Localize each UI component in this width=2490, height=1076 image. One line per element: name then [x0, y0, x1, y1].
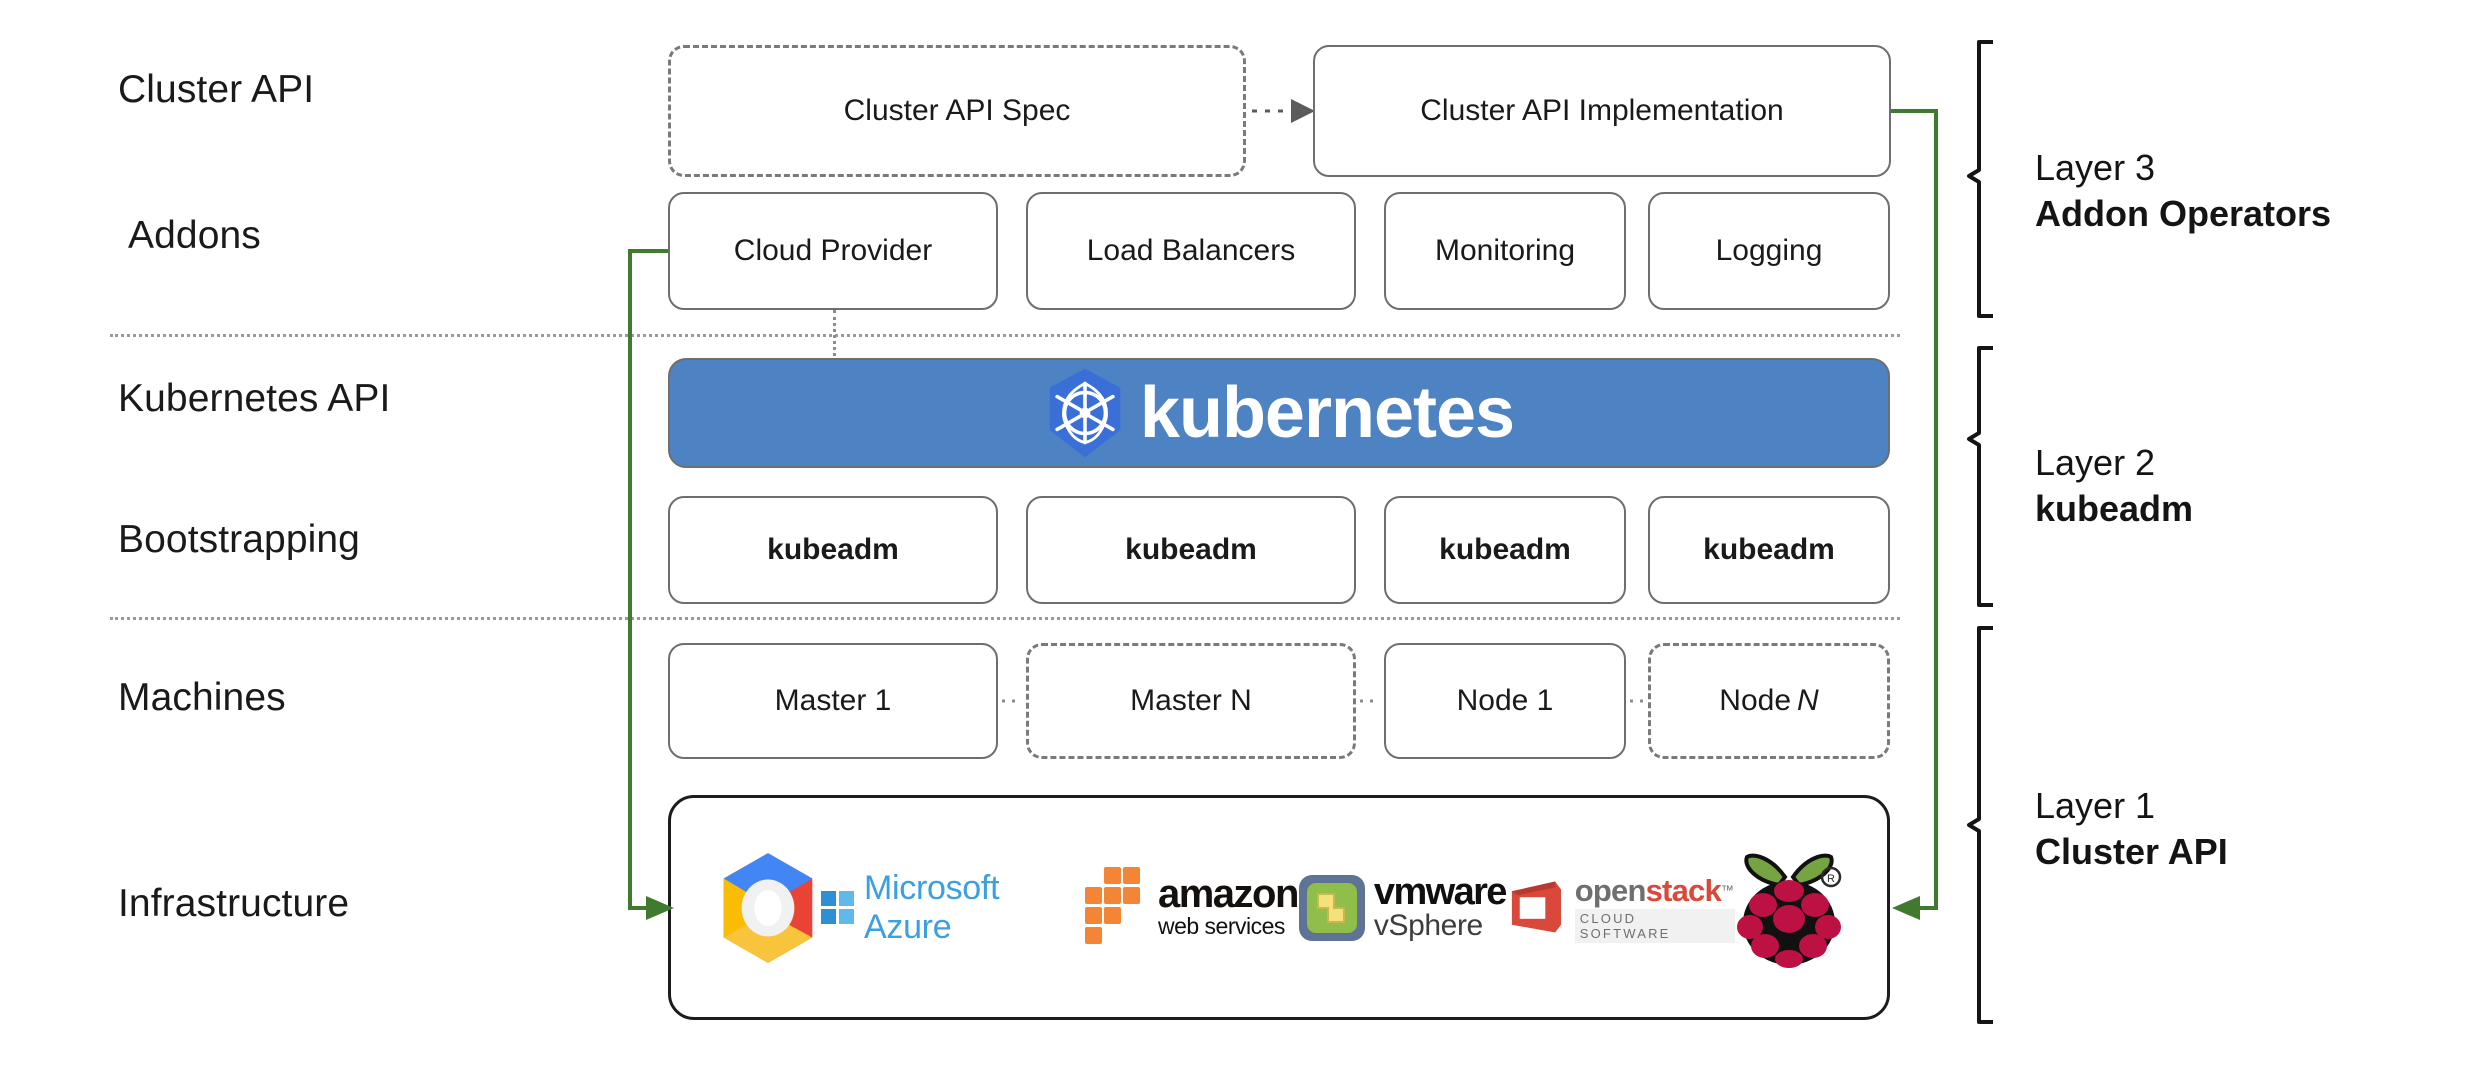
raspberry-pi-logo: R: [1735, 847, 1843, 969]
layer-label-1: Layer 1 Cluster API: [2035, 783, 2228, 875]
box-label: Master N: [1130, 684, 1252, 717]
row-label-machines: Machines: [118, 676, 286, 719]
box-label-italic: N: [1797, 684, 1819, 717]
vsphere-wordmark: vSphere: [1373, 908, 1483, 942]
layer-2-name: kubeadm: [2035, 488, 2194, 530]
kubernetes-helm-icon: [1044, 367, 1126, 459]
box-label: kubeadm: [767, 533, 899, 566]
openstack-icon: [1511, 880, 1561, 933]
svg-text:R: R: [1827, 873, 1835, 885]
layer-3-number: Layer 3: [2035, 147, 2156, 188]
box-node-1[interactable]: Node 1: [1384, 643, 1626, 759]
kubernetes-wordmark: kubernetes: [1139, 373, 1515, 453]
box-kubeadm-4[interactable]: kubeadm: [1648, 496, 1890, 604]
google-cloud-icon: [715, 850, 821, 966]
layer-label-2: Layer 2 kubeadm: [2035, 440, 2193, 532]
box-label: Monitoring: [1434, 234, 1576, 267]
box-label: kubeadm: [1703, 533, 1835, 566]
aws-sub-wordmark: web services: [1157, 913, 1285, 939]
vmware-wordmark: vmware: [1373, 870, 1508, 913]
box-kubeadm-3[interactable]: kubeadm: [1384, 496, 1626, 604]
openstack-stack-wordmark: stack: [1645, 872, 1722, 908]
box-label: Master 1: [774, 684, 892, 717]
box-label: Logging: [1715, 234, 1823, 267]
box-master-n[interactable]: Master N: [1026, 643, 1356, 759]
layer-1-number: Layer 1: [2035, 785, 2156, 826]
microsoft-azure-logo: Microsoft Azure: [821, 869, 1078, 947]
openstack-sub-wordmark: CLOUD SOFTWARE: [1574, 908, 1735, 943]
box-logging[interactable]: Logging: [1648, 192, 1890, 310]
box-cluster-api-implementation[interactable]: Cluster API Implementation: [1313, 45, 1891, 177]
row-label-addons: Addons: [128, 214, 261, 257]
box-label: kubeadm: [1439, 533, 1571, 566]
microsoft-window-icon: [821, 891, 854, 924]
aws-logo: amazon web services: [1078, 865, 1299, 951]
aws-cubes-icon: [1084, 866, 1140, 944]
connector-cloudprovider-to-kubernetes: [833, 310, 836, 362]
layer-label-3: Layer 3 Addon Operators: [2035, 145, 2331, 237]
box-label: Node: [1719, 684, 1792, 717]
box-load-balancers[interactable]: Load Balancers: [1026, 192, 1356, 310]
registered-trademark-icon: R: [1820, 866, 1842, 887]
box-kubeadm-2[interactable]: kubeadm: [1026, 496, 1356, 604]
box-label: Cloud Provider: [733, 234, 933, 267]
aws-wordmark: amazon: [1157, 872, 1299, 916]
box-label: Load Balancers: [1086, 234, 1296, 267]
box-master-1[interactable]: Master 1: [668, 643, 998, 759]
divider-layer3-layer2: [110, 334, 1900, 337]
box-cloud-provider[interactable]: Cloud Provider: [668, 192, 998, 310]
vsphere-icon: [1298, 874, 1365, 941]
layer-2-number: Layer 2: [2035, 442, 2156, 483]
row-label-cluster-api: Cluster API: [118, 68, 315, 111]
row-label-infrastructure: Infrastructure: [118, 882, 350, 925]
azure-wordmark: Microsoft Azure: [864, 868, 1000, 946]
box-label: Cluster API Implementation: [1420, 94, 1784, 127]
box-monitoring[interactable]: Monitoring: [1384, 192, 1626, 310]
divider-layer2-layer1: [110, 617, 1900, 620]
openstack-open-wordmark: open: [1574, 872, 1647, 908]
box-cluster-api-spec[interactable]: Cluster API Spec: [668, 45, 1246, 177]
layer-1-name: Cluster API: [2035, 831, 2228, 873]
box-kubeadm-1[interactable]: kubeadm: [668, 496, 998, 604]
box-label: Node 1: [1456, 684, 1554, 717]
vmware-vsphere-logo: vmware vSphere: [1298, 870, 1508, 942]
infrastructure-card[interactable]: Microsoft Azure amazon web services: [668, 795, 1890, 1020]
row-label-kubernetes-api: Kubernetes API: [118, 377, 391, 420]
box-label: Cluster API Spec: [843, 94, 1071, 127]
row-label-bootstrapping: Bootstrapping: [118, 518, 360, 561]
kubernetes-banner[interactable]: kubernetes: [668, 358, 1890, 468]
layer-3-name: Addon Operators: [2035, 193, 2332, 235]
box-label: kubeadm: [1125, 533, 1257, 566]
openstack-logo: openstack™ CLOUD SOFTWARE: [1506, 873, 1735, 943]
